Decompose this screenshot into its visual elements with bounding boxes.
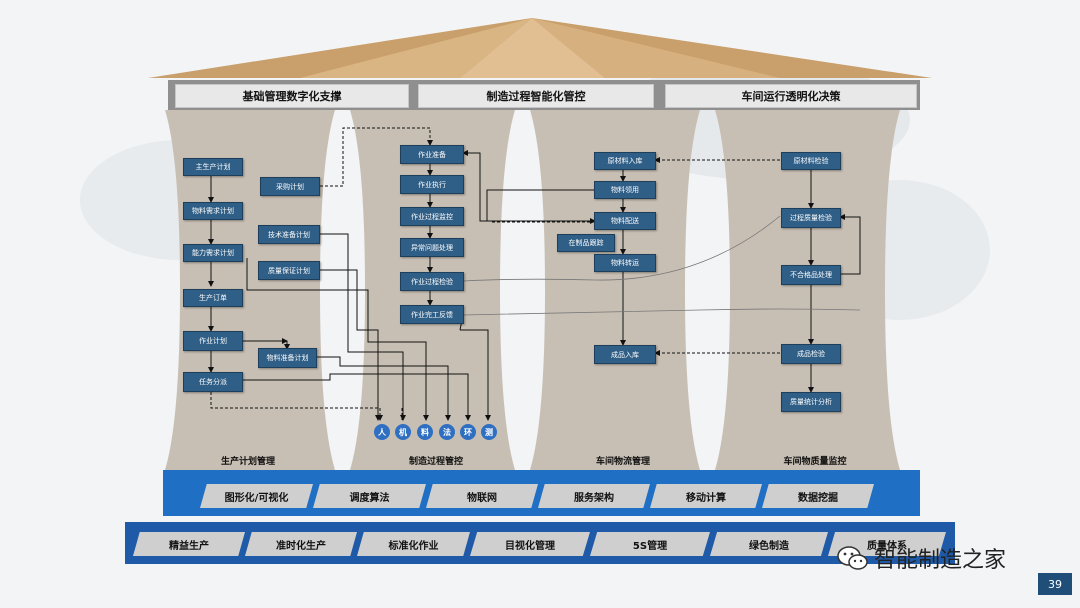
- tech-scheduling: 调度算法: [313, 484, 426, 508]
- beam-label-1: 基础管理数字化支撑: [175, 84, 409, 108]
- page-number: 39: [1038, 573, 1072, 595]
- resource-people: 人: [374, 424, 390, 440]
- resource-material: 料: [417, 424, 433, 440]
- pillar-4: [715, 110, 900, 470]
- tech-iot: 物联网: [426, 484, 538, 508]
- box-production-order[interactable]: 生产订单: [183, 289, 243, 307]
- tech-service-arch: 服务架构: [538, 484, 650, 508]
- box-mrp[interactable]: 物料需求计划: [183, 202, 243, 220]
- resource-environment: 环: [460, 424, 476, 440]
- beam-label-2: 制造过程智能化管控: [418, 84, 654, 108]
- box-material-transfer[interactable]: 物料转运: [594, 254, 656, 272]
- resource-machine: 机: [395, 424, 411, 440]
- base-standard-work: 标准化作业: [357, 532, 470, 556]
- box-job-inspect[interactable]: 作业过程检验: [400, 272, 464, 291]
- base-lean: 精益生产: [133, 532, 245, 556]
- box-raw-inspect[interactable]: 原材料检验: [781, 152, 841, 170]
- box-master-plan[interactable]: 主生产计划: [183, 158, 243, 176]
- box-process-inspect[interactable]: 过程质量检验: [781, 208, 841, 228]
- box-finished-in[interactable]: 成品入库: [594, 345, 656, 364]
- base-jit: 准时化生产: [245, 532, 357, 556]
- wechat-icon: [837, 546, 868, 570]
- box-exception[interactable]: 异常问题处理: [400, 238, 464, 257]
- box-job-plan[interactable]: 作业计划: [183, 331, 243, 351]
- base-5s: 5S管理: [590, 532, 710, 556]
- base-green: 绿色制造: [710, 532, 828, 556]
- column-label-4: 车间物质量监控: [783, 457, 847, 467]
- box-job-exec[interactable]: 作业执行: [400, 175, 464, 194]
- tech-data-mining: 数据挖掘: [762, 484, 874, 508]
- column-label-1: 生产计划管理: [220, 457, 275, 467]
- watermark-text: 智能制造之家: [874, 548, 1007, 573]
- base-visual-mgmt: 目视化管理: [470, 532, 590, 556]
- resource-method: 法: [439, 424, 455, 440]
- box-raw-material-in[interactable]: 原材料入库: [594, 152, 656, 170]
- box-job-monitor[interactable]: 作业过程监控: [400, 207, 464, 226]
- box-finished-inspect[interactable]: 成品检验: [781, 344, 841, 364]
- box-purchase-plan[interactable]: 采购计划: [260, 177, 320, 196]
- column-label-3: 车间物流管理: [595, 457, 650, 467]
- box-task-dispatch[interactable]: 任务分派: [183, 372, 243, 392]
- beam-label-3: 车间运行透明化决策: [665, 84, 917, 108]
- box-nonconforming[interactable]: 不合格品处理: [781, 265, 841, 285]
- box-quality-stats[interactable]: 质量统计分析: [781, 392, 841, 412]
- box-material-delivery[interactable]: 物料配送: [594, 212, 656, 230]
- tech-visualization: 图形化/可视化: [200, 484, 313, 508]
- box-wip-tracking[interactable]: 在制品跟踪: [557, 234, 615, 252]
- pillar-3: [530, 110, 700, 470]
- box-job-prep[interactable]: 作业准备: [400, 145, 464, 164]
- box-material-prep-plan[interactable]: 物料准备计划: [258, 348, 317, 368]
- resource-measure: 测: [481, 424, 497, 440]
- box-tech-prep-plan[interactable]: 技术准备计划: [258, 225, 320, 244]
- box-quality-plan[interactable]: 质量保证计划: [258, 261, 320, 280]
- box-crp[interactable]: 能力需求计划: [183, 244, 243, 262]
- tech-mobile: 移动计算: [650, 484, 762, 508]
- column-label-2: 制造过程管控: [408, 457, 463, 467]
- box-material-issue[interactable]: 物料领用: [594, 181, 656, 199]
- box-job-complete[interactable]: 作业完工反馈: [400, 305, 464, 324]
- watermark: 智能制造之家: [836, 542, 1006, 574]
